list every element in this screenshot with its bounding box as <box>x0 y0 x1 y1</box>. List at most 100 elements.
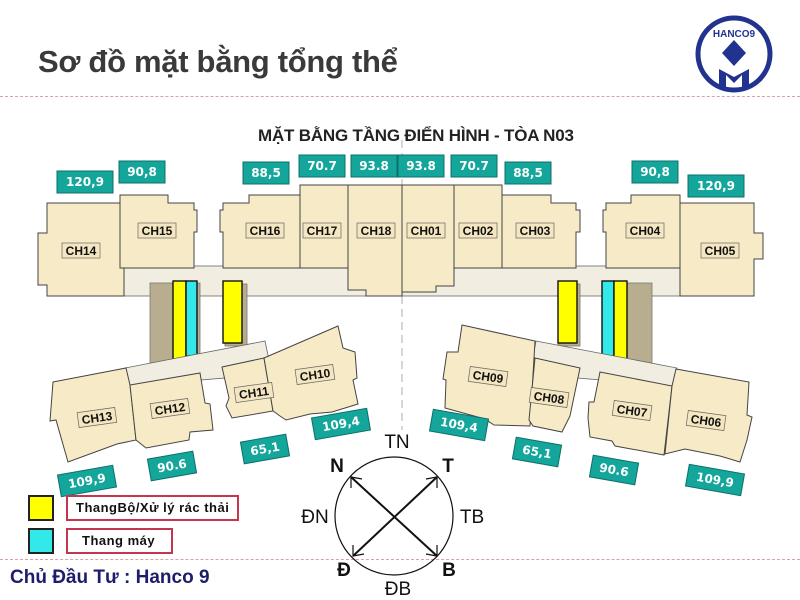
unit-id: CH16 <box>250 224 281 238</box>
area-badge-ch02: 70.7 <box>450 154 498 178</box>
area-badge-ch09: 109,4 <box>428 408 490 442</box>
area-badge-ch10: 109,4 <box>310 407 372 441</box>
unit-label-ch16: CH16 <box>245 222 285 239</box>
compass-label-dn: ĐN <box>301 507 328 528</box>
compass-label-tn: TN <box>384 432 409 453</box>
area-value: 88,5 <box>513 166 543 180</box>
unit-id: CH01 <box>411 224 442 238</box>
unit-label-ch06: CH06 <box>685 410 727 431</box>
unit-id: CH11 <box>238 384 270 402</box>
stair-right-2 <box>557 280 578 344</box>
stair-left-2 <box>222 280 243 344</box>
area-value: 120,9 <box>66 175 104 189</box>
compass: TN N T ĐN TB Đ B ĐB <box>301 432 484 600</box>
compass-label-b: B <box>442 560 456 581</box>
area-value: 120,9 <box>697 179 735 193</box>
unit-label-ch15: CH15 <box>137 222 177 239</box>
investor-label: Chủ Đầu Tư : Hanco 9 <box>10 567 210 588</box>
unit-id: CH15 <box>142 224 173 238</box>
unit-label-ch14: CH14 <box>61 242 101 259</box>
unit-label-ch18: CH18 <box>356 222 396 239</box>
unit-id: CH14 <box>66 244 97 258</box>
unit-label-ch13: CH13 <box>76 407 118 428</box>
unit-id: CH05 <box>705 244 736 258</box>
area-value: 65,1 <box>249 440 281 459</box>
legend-swatch-stair <box>28 495 54 521</box>
area-badge-ch14: 120,9 <box>56 170 114 194</box>
area-badge-ch16: 88,5 <box>242 161 290 185</box>
unit-id: CH12 <box>154 400 187 418</box>
area-badge-ch12: 90.6 <box>146 450 198 482</box>
unit-CH01[interactable] <box>401 184 455 293</box>
lift-right <box>601 280 615 357</box>
stair-right-1 <box>613 280 628 364</box>
area-value: 90.6 <box>598 461 630 480</box>
unit-label-ch05: CH05 <box>700 242 740 259</box>
area-value: 65,1 <box>521 443 553 462</box>
area-value: 90,8 <box>127 165 157 179</box>
hanco9-logo: HANCO9 <box>695 15 773 93</box>
unit-label-ch11: CH11 <box>233 382 275 403</box>
unit-label-ch02: CH02 <box>458 222 498 239</box>
compass-label-n: N <box>330 456 344 477</box>
compass-label-d: Đ <box>337 560 351 581</box>
unit-id: CH02 <box>463 224 494 238</box>
unit-id: CH08 <box>533 389 566 407</box>
compass-label-db: ĐB <box>385 579 411 600</box>
unit-label-ch08: CH08 <box>528 387 570 408</box>
compass-arrow-t-d <box>352 476 438 557</box>
unit-id: CH03 <box>520 224 551 238</box>
area-badge-ch03: 88,5 <box>504 161 552 185</box>
unit-id: CH06 <box>690 412 723 430</box>
area-badge-ch06: 109,9 <box>684 463 746 497</box>
area-value: 93.8 <box>359 159 389 173</box>
area-value: 70.7 <box>459 159 489 173</box>
stair-left-1 <box>172 280 187 364</box>
compass-circle <box>334 456 454 576</box>
unit-label-ch17: CH17 <box>302 222 342 239</box>
area-badge-ch07: 90.6 <box>588 454 640 486</box>
unit-label-ch10: CH10 <box>294 364 336 385</box>
unit-label-ch04: CH04 <box>625 222 665 239</box>
plan-title: MẶT BẰNG TẦNG ĐIỂN HÌNH - TÒA N03 <box>258 126 574 145</box>
area-badge-ch15: 90,8 <box>118 160 166 184</box>
area-badge-ch17: 70.7 <box>298 154 346 178</box>
area-badge-ch04: 90,8 <box>631 160 679 184</box>
unit-label-ch01: CH01 <box>406 222 446 239</box>
footer-divider <box>0 559 800 560</box>
header-divider <box>0 96 800 97</box>
logo-text: HANCO9 <box>713 29 756 40</box>
area-badge-ch08: 65,1 <box>511 436 563 468</box>
area-value: 109,4 <box>321 414 361 434</box>
unit-id: CH04 <box>630 224 661 238</box>
area-badge-ch13: 109,9 <box>56 464 118 498</box>
legend-label-stair: ThangBộ/Xử lý rác thải <box>66 495 240 521</box>
area-value: 93.8 <box>406 159 436 173</box>
area-value: 109,4 <box>439 415 479 435</box>
area-value: 70.7 <box>307 159 337 173</box>
unit-id: CH17 <box>307 224 338 238</box>
area-badge-ch11: 65,1 <box>239 433 291 465</box>
area-badge-ch18: 93.8 <box>350 154 398 178</box>
unit-id: CH18 <box>361 224 392 238</box>
unit-label-ch12: CH12 <box>149 398 191 419</box>
area-value: 109,9 <box>695 470 735 490</box>
unit-label-ch03: CH03 <box>515 222 555 239</box>
compass-label-tb: TB <box>460 507 484 528</box>
legend-label-lift: Thang máy <box>66 528 174 554</box>
lift-left <box>185 280 198 357</box>
area-badge-ch01: 93.8 <box>397 154 445 178</box>
area-value: 90.6 <box>156 457 188 476</box>
unit-id: CH10 <box>299 366 332 384</box>
unit-id: CH13 <box>81 409 114 427</box>
unit-CH18[interactable] <box>347 184 403 297</box>
unit-id: CH09 <box>472 368 505 386</box>
unit-label-ch09: CH09 <box>467 366 509 387</box>
unit-id: CH07 <box>616 402 649 420</box>
area-value: 88,5 <box>251 166 281 180</box>
unit-label-ch07: CH07 <box>611 400 653 421</box>
area-value: 90,8 <box>640 165 670 179</box>
legend-swatch-lift <box>28 528 54 554</box>
area-value: 109,9 <box>67 471 107 491</box>
